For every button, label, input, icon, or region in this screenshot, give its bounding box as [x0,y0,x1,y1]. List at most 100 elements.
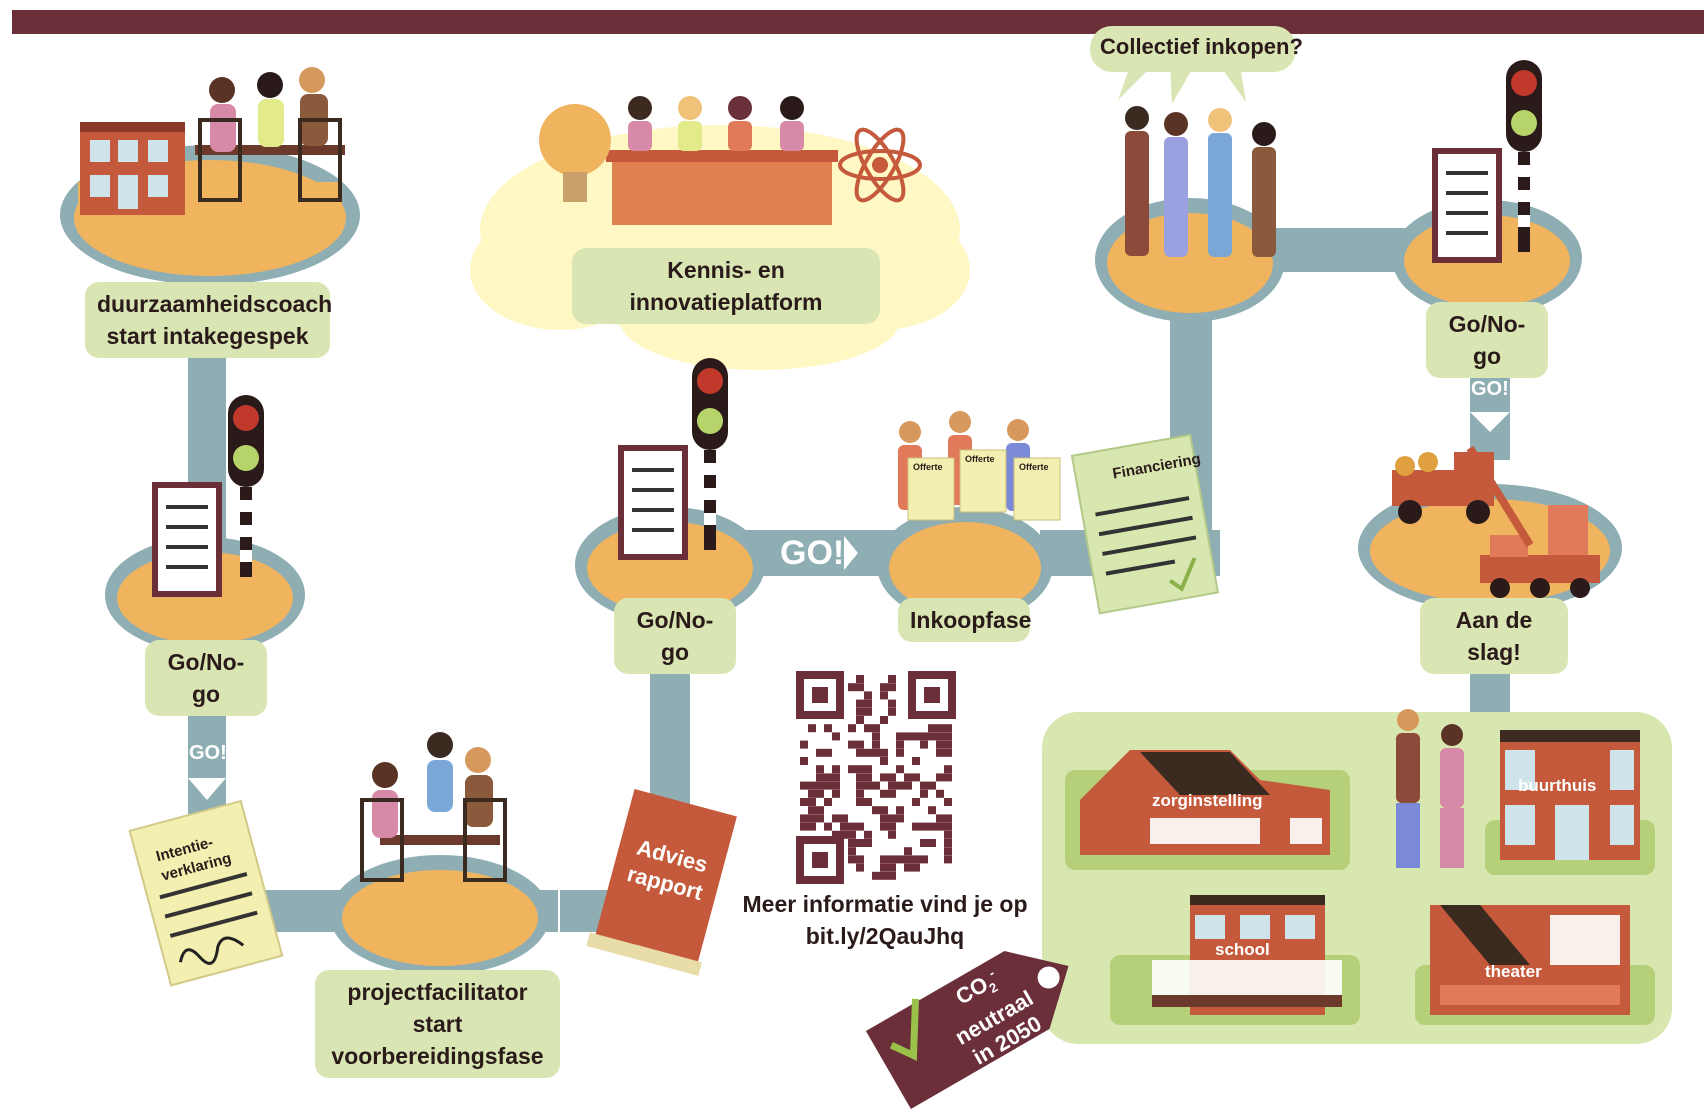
qr-cell [904,855,912,864]
qr-cell [912,773,920,782]
qr-cell [856,781,864,790]
qr-cell [928,732,936,741]
financiering-document [1070,433,1220,615]
qr-cell [936,732,944,741]
go-marker-big: GO! [780,534,845,572]
qr-cell [816,765,824,774]
qr-cell [864,781,872,790]
qr-cell [888,675,896,683]
qr-cell [864,724,872,733]
qr-cell [880,748,888,757]
qr-cell [896,781,904,790]
qr-cell [936,740,944,749]
qr-cell [944,830,952,839]
qr-cell [872,871,880,880]
building-zorginstelling [1065,750,1350,870]
building-buurthuis [1485,730,1655,875]
step-intake-label: duurzaamheidscoach start intakegespek [85,282,332,358]
qr-cell [848,855,856,864]
gonogo3-label: Go/No-go [1426,302,1548,378]
qr-cell [848,847,856,856]
offerte-tag: Offerte [913,462,943,472]
qr-cell [896,765,904,774]
qr-cell [856,863,864,872]
qr-cell [856,675,864,683]
offerte-tag: Offerte [1019,462,1049,472]
qr-cell [856,707,864,716]
qr-cell [936,789,944,798]
qr-cell [848,765,856,774]
qr-cell [816,748,824,757]
co2-dash: - [985,965,998,981]
qr-cell [912,855,920,864]
qr-cell [872,748,880,757]
qr-cell [872,781,880,790]
platform-text: Kennis- en innovatieplatform [629,257,823,315]
qr-cell [880,789,888,798]
go-marker-1: GO! [189,742,227,764]
qr-cell [888,707,896,716]
qr-cell [944,740,952,749]
qr-cell [904,781,912,790]
speech-bubble [1090,26,1296,104]
qr-cell [896,740,904,749]
qr-cell [904,847,912,856]
qr-cell [928,839,936,847]
qr-cell [944,814,952,823]
qr-cell [904,863,912,872]
qr-cell [920,781,928,790]
qr-cell [864,839,872,847]
gonogo1-label: Go/No-go [145,640,267,716]
qr-cell [864,830,872,839]
qr-cell [848,822,856,831]
qr-cell [936,814,944,823]
qr-cell [936,724,944,733]
aandeslag-text: Aan de slag! [1455,607,1533,665]
qr-code [796,671,956,884]
qr-cell [824,748,832,757]
qr-cell [816,814,824,823]
document-icon [618,445,688,560]
qr-cell [888,789,896,798]
traffic-light-icon [228,395,264,577]
qr-cell [928,806,936,815]
qr-cell [856,699,864,708]
qr-cell [800,781,808,790]
co2-label: CO [951,971,993,1010]
qr-cell [896,806,904,815]
traffic-light-icon [1506,60,1542,252]
header-bar [12,10,1704,34]
facilitator-scene [360,732,507,882]
qr-cell [808,798,816,806]
qr-cell [856,822,864,831]
platform-scene [539,96,922,225]
qr-cell [848,683,856,692]
qr-cell [912,863,920,872]
qr-cell [824,724,832,733]
qr-cell [880,871,888,880]
info-link[interactable]: bit.ly/2QauJhq [805,923,965,949]
qr-cell [872,740,880,749]
inkoop-label: Inkoopfase [898,598,1031,642]
qr-cell [832,830,840,839]
qr-cell [816,773,824,782]
qr-cell [808,724,816,733]
qr-cell [928,781,936,790]
intentieverklaring-document [128,799,284,987]
qr-cell [896,748,904,757]
info-text: Meer informatie vind je op bit.ly/2QauJh… [725,888,1045,952]
qr-cell [800,740,808,749]
platform-inkoop [877,507,1053,623]
qr-cell [936,773,944,782]
qr-cell [888,683,896,692]
qr-cell [880,691,888,700]
building-theater [1415,905,1655,1025]
qr-cell [840,814,848,823]
qr-cell [880,806,888,815]
qr-cell [880,863,888,872]
gonogo2-label: Go/No-go [614,598,736,674]
gonogo2-text: Go/No-go [636,607,714,665]
qr-cell [944,732,952,741]
qr-cell [824,781,832,790]
